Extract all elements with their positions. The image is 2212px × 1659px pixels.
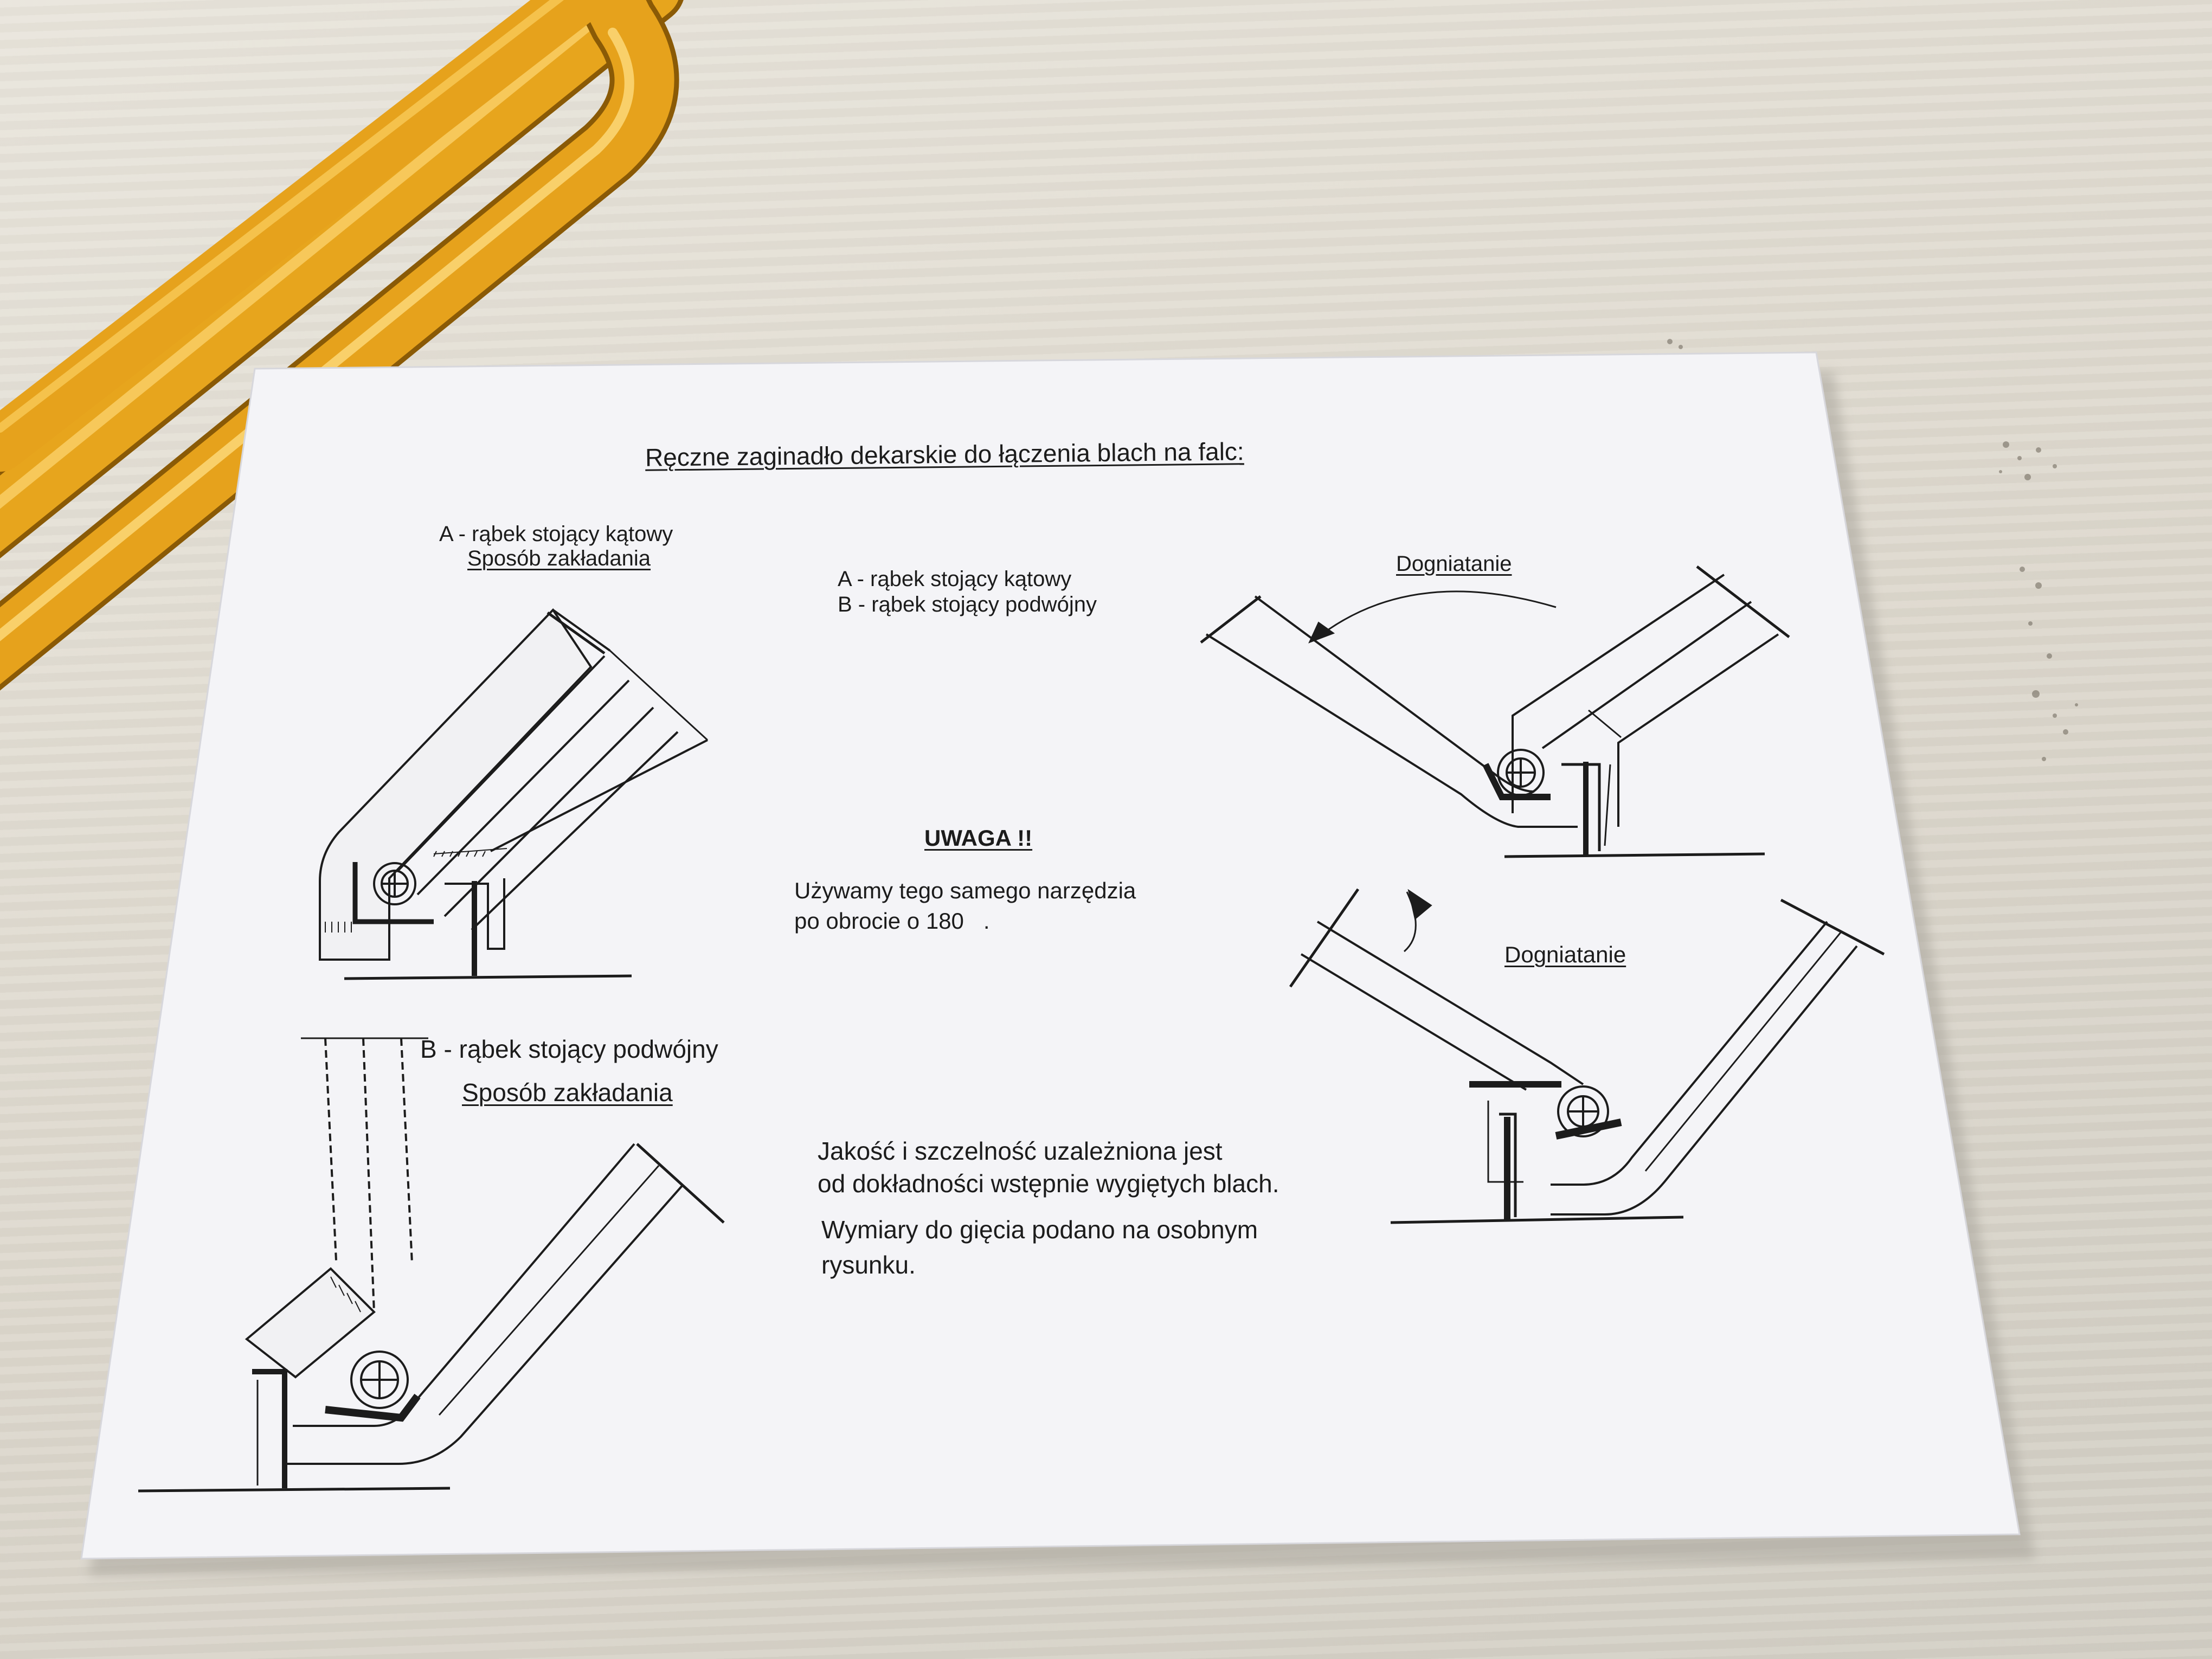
diagram-d bbox=[1289, 888, 1885, 1224]
figure-b-label: B - rąbek stojący podwójny bbox=[420, 1035, 718, 1063]
legend-line-b: B - rąbek stojący podwójny bbox=[838, 593, 1097, 616]
yellow-tool-handle bbox=[0, 0, 684, 691]
diagram-a bbox=[319, 608, 709, 980]
note-line-4: rysunku. bbox=[821, 1251, 916, 1279]
diagram-c bbox=[1200, 565, 1790, 858]
warning-heading: UWAGA !! bbox=[924, 825, 1033, 851]
sheet-title: Ręczne zaginadło dekarskie do łączenia b… bbox=[645, 437, 1244, 472]
note-line-1: Jakość i szczelność uzależniona jest bbox=[818, 1137, 1223, 1165]
desk-stains bbox=[1667, 339, 2078, 761]
warning-line-2: po obrocie o 180. bbox=[794, 910, 990, 933]
figure-b-sublabel: Sposób zakładania bbox=[462, 1078, 673, 1107]
figure-a-sublabel: Sposób zakładania bbox=[467, 546, 651, 570]
warning-line-1: Używamy tego samego narzędzia bbox=[794, 878, 1136, 903]
note-line-3: Wymiary do gięcia podano na osobnym bbox=[821, 1216, 1258, 1244]
figure-c-label: Dogniatanie bbox=[1396, 552, 1512, 576]
legend-line-a: A - rąbek stojący kątowy bbox=[838, 567, 1072, 591]
note-line-2: od dokładności wstępnie wygiętych blach. bbox=[818, 1169, 1279, 1198]
figure-a-label: A - rąbek stojący kątowy bbox=[439, 522, 673, 546]
warning-line-2-text: po obrocie o 180 bbox=[794, 908, 964, 934]
diagram-b bbox=[138, 1037, 725, 1493]
warning-degree-mark: . bbox=[983, 908, 990, 934]
figure-d-label: Dogniatanie bbox=[1504, 942, 1626, 967]
